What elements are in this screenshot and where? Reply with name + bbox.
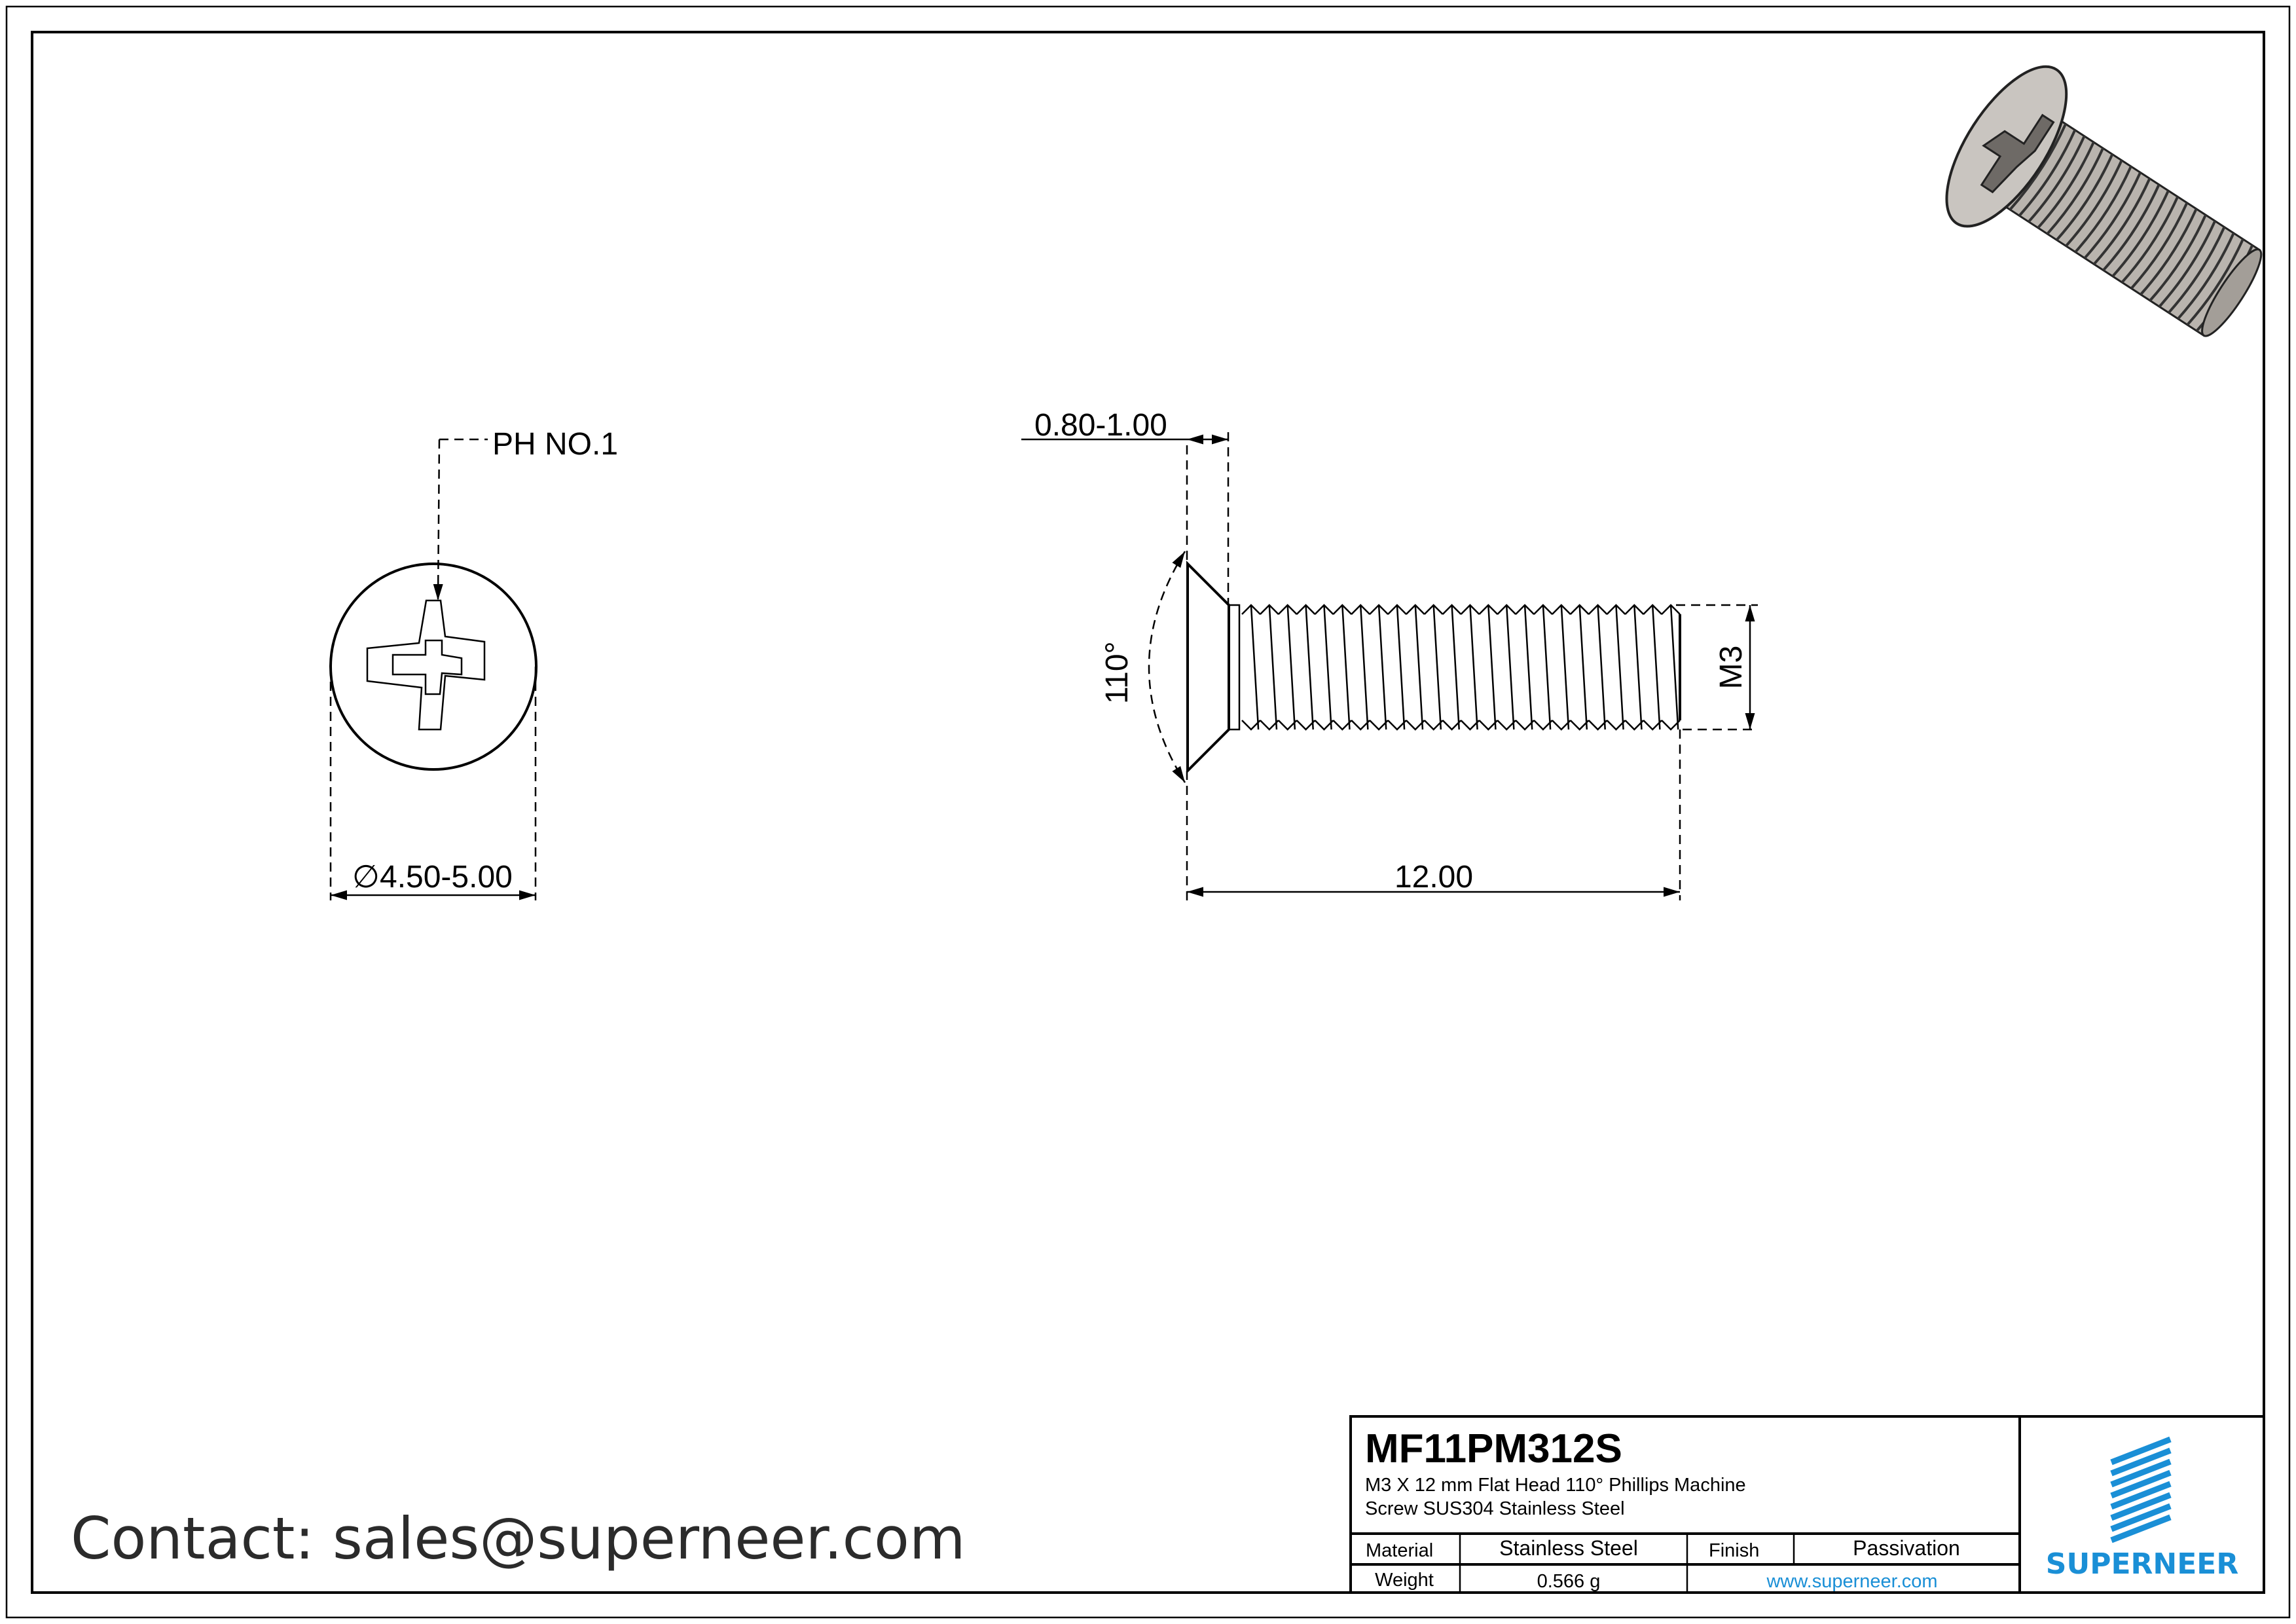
screw-3d-thread <box>2074 166 2132 253</box>
screw-3d-thread <box>2177 232 2235 320</box>
screw-3d-thread <box>2092 177 2151 265</box>
description-line1: M3 X 12 mm Flat Head 110° Phillips Machi… <box>1365 1475 1746 1496</box>
callout-leader <box>438 438 488 600</box>
material-label: Material <box>1366 1540 1433 1561</box>
screw-3d-thread <box>2121 196 2179 284</box>
screw-3d-thread <box>2065 160 2123 248</box>
length-label: 12.00 <box>1394 860 1473 895</box>
diameter-label: 4.50-5.00 <box>380 860 513 895</box>
screw-3d-thread <box>2111 190 2170 278</box>
logo-stripe <box>2110 1436 2172 1466</box>
head-outline <box>329 563 538 771</box>
logo-stripe <box>2110 1514 2172 1543</box>
screw-3d-thread <box>2168 226 2226 314</box>
length-extension-lines <box>1186 729 1681 900</box>
phillips-recess-icon <box>366 599 486 731</box>
screw-3d-tip <box>2201 248 2263 337</box>
logo-stripe <box>2110 1447 2172 1477</box>
screw-3d-thread <box>2009 123 2067 211</box>
logo-stripe <box>2110 1458 2172 1488</box>
ph-callout-label: PH NO.1 <box>492 427 618 462</box>
neck <box>1228 604 1241 731</box>
diameter-extension-lines <box>329 667 537 900</box>
screw-3d-thread <box>2158 220 2217 308</box>
screw-3d-thread <box>2046 147 2104 235</box>
logo-stripe <box>2110 1481 2172 1510</box>
screw-3d-render <box>1945 65 2263 337</box>
finish-label: Finish <box>1709 1540 1759 1561</box>
screw-3d-thread <box>2102 184 2160 272</box>
part-number: MF11PM312S <box>1365 1426 1622 1471</box>
screw-3d-thread <box>2130 202 2189 289</box>
finish-value: Passivation <box>1853 1536 1960 1560</box>
superneer-logo-icon <box>2110 1436 2172 1543</box>
head-height-label: 0.80-1.00 <box>1034 408 1167 443</box>
diameter-symbol: ∅ <box>352 860 380 895</box>
logo-stripe <box>2110 1492 2172 1521</box>
contact-text[interactable]: Contact: sales@superneer.com <box>71 1505 966 1572</box>
logo-text: SUPERNEER <box>2046 1547 2238 1581</box>
phillips-recess-inner <box>392 639 463 695</box>
screw-3d-thread <box>2018 129 2077 217</box>
thread-profile <box>1241 604 1681 731</box>
thread-extension-lines <box>1676 604 1758 731</box>
website-link[interactable]: www.superneer.com <box>1766 1571 1937 1592</box>
countersunk-head <box>1186 561 1230 774</box>
outer-border <box>5 5 2291 1619</box>
weight-label: Weight <box>1375 1570 1434 1591</box>
screw-3d-thread <box>2028 135 2086 223</box>
inner-frame <box>31 31 2265 1594</box>
head-angle-label: 110° <box>1100 641 1135 704</box>
side-view: 0.80-1.00 110° 12.00 M3 <box>1021 408 1758 900</box>
weight-value: 0.566 g <box>1537 1571 1601 1592</box>
title-block-frame <box>1349 1415 2265 1594</box>
screw-3d-thread <box>2140 208 2198 296</box>
head-height-extension-lines <box>1186 432 1230 605</box>
title-block: MF11PM312S M3 X 12 mm Flat Head 110° Phi… <box>1349 1415 2265 1594</box>
description-line2: Screw SUS304 Stainless Steel <box>1365 1498 1625 1519</box>
thread-label: M3 <box>1714 646 1749 690</box>
angle-dimension-arc <box>1148 551 1186 783</box>
thread-crests <box>1241 604 1681 731</box>
screw-3d-phillips-recess <box>1980 113 2055 194</box>
screw-3d-thread <box>2037 141 2095 229</box>
screw-3d-thread <box>2083 172 2142 259</box>
material-value: Stainless Steel <box>1499 1536 1638 1560</box>
logo-stripe <box>2110 1503 2172 1532</box>
screw-3d-thread <box>2055 153 2114 241</box>
front-view: PH NO.1 ∅ 4.50-5.00 <box>329 427 618 900</box>
screw-3d-thread <box>2186 238 2244 326</box>
logo-stripe <box>2110 1469 2172 1499</box>
screw-3d-thread <box>2149 214 2207 302</box>
